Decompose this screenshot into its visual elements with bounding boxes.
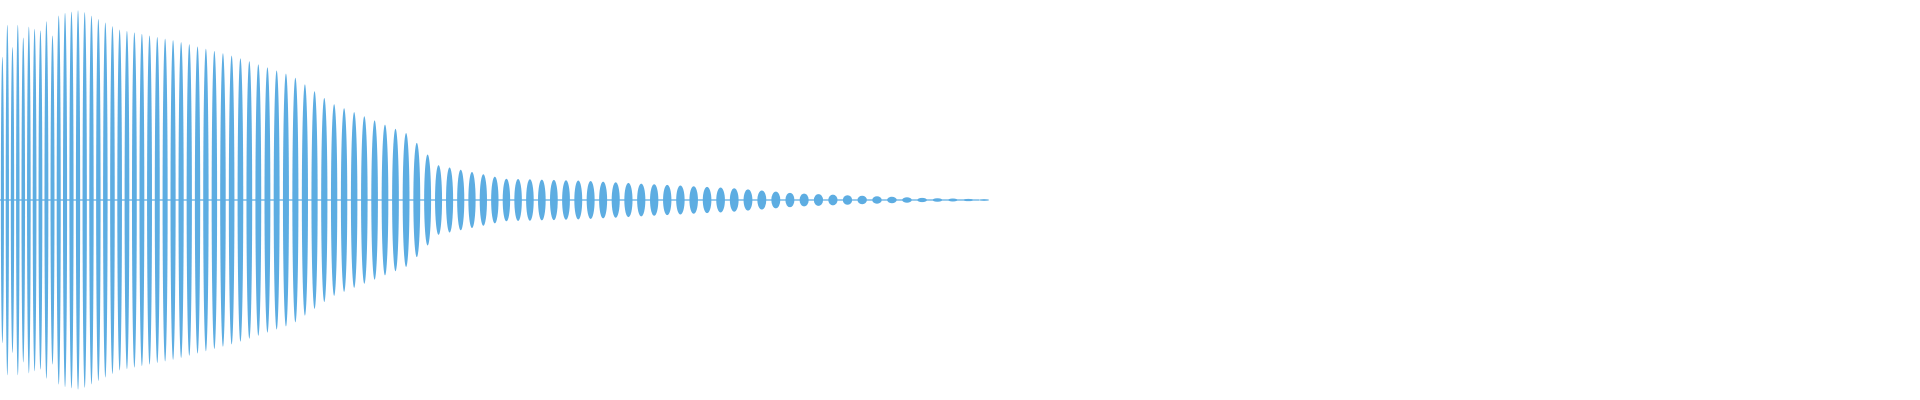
waveform-cycle <box>979 199 990 201</box>
